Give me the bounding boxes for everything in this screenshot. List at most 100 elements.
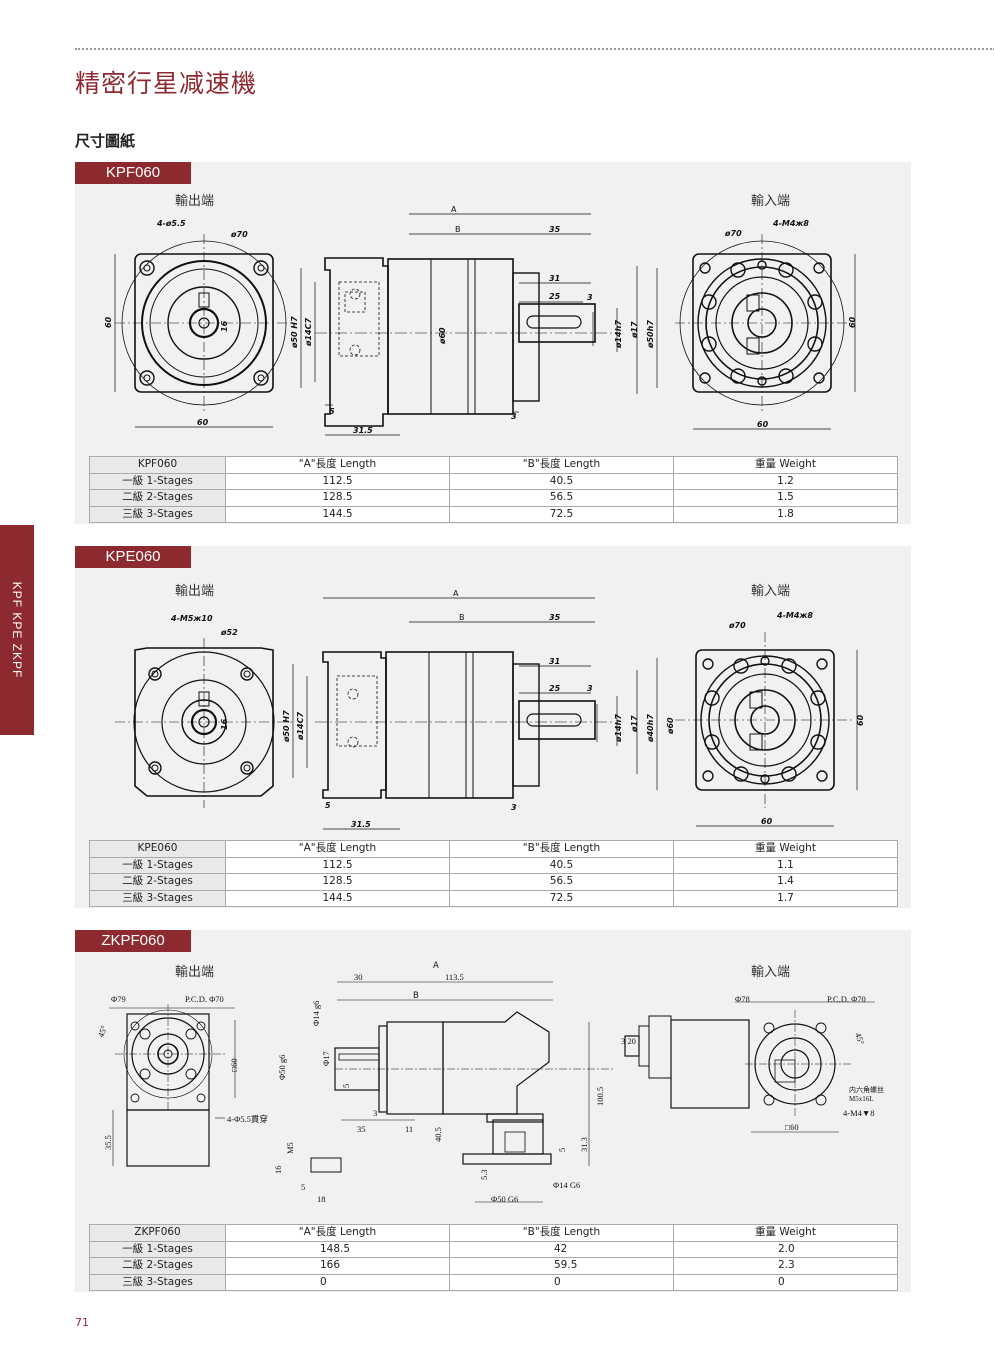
- table-header-cell: 重量 Weight: [673, 840, 898, 858]
- dim-pcd-in: ø70: [728, 621, 746, 630]
- dim-35: 35: [549, 225, 561, 234]
- dim-40h7: ø40h7: [646, 714, 655, 743]
- dim-bolt-in: 4-M4ж8: [772, 219, 809, 228]
- table-cell: 144.5: [225, 505, 450, 523]
- table-cell: 72.5: [449, 889, 674, 907]
- table-cell: 0: [225, 1273, 450, 1291]
- dim-sq60-out: □60: [229, 1058, 239, 1072]
- output-front-view: [114, 234, 293, 428]
- dim-31-3: 31.3: [579, 1137, 589, 1152]
- table-cell: 40.5: [449, 472, 674, 490]
- table-header-cell: 重量 Weight: [673, 456, 898, 474]
- dim-25: 25: [549, 684, 561, 693]
- input-end-label: 輸入端: [751, 965, 791, 980]
- dim-5: 5: [329, 407, 335, 416]
- table-header-cell: "B"長度 Length: [449, 840, 674, 858]
- dim-A: A: [433, 961, 439, 971]
- dim-60-in-bottom: 60: [757, 420, 769, 429]
- table-header-cell: KPF060: [89, 456, 226, 474]
- table-row: 三級 3-Stages 144.5 72.5 1.7: [89, 889, 898, 907]
- dim-pcd70-out: P.C.D. Φ70: [185, 994, 224, 1004]
- dim-11: 11: [405, 1124, 413, 1134]
- dim-60-in-right: 60: [856, 714, 865, 726]
- dim-40-5: 40.5: [433, 1127, 443, 1142]
- output-side-view: [292, 597, 658, 830]
- dim-phi50-g6: Φ50 g6: [277, 1055, 287, 1080]
- table-cell: 1.5: [673, 489, 898, 507]
- table-header-row: ZKPF060 "A"長度 Length "B"長度 Length 重量 Wei…: [89, 1224, 898, 1242]
- dim-14h7: ø14h7: [614, 714, 623, 743]
- dim-3: 3: [587, 684, 593, 693]
- dim-3b: 3: [511, 412, 517, 421]
- table-row: 二級 2-Stages 166 59.5 2.3: [89, 1257, 898, 1275]
- dim-5-3: 5.3: [479, 1169, 489, 1180]
- dim-phi79: Φ79: [111, 994, 126, 1004]
- dim-3: 3: [587, 293, 593, 302]
- output-front-view: [109, 1004, 236, 1167]
- zkpf-side-view: [310, 981, 615, 1203]
- kpf060-spec-table: KPF060 "A"長度 Length "B"長度 Length 重量 Weig…: [89, 456, 898, 523]
- output-end-label: 輸出端: [175, 584, 215, 599]
- table-header-cell: "A"長度 Length: [225, 1224, 450, 1242]
- dim-phi14-g6: Φ14 g6: [311, 1001, 321, 1026]
- input-end-view: [624, 1001, 875, 1133]
- table-header-cell: "A"長度 Length: [225, 456, 450, 474]
- side-view-dims: A B: [451, 205, 461, 234]
- output-front-dims: 4-ø5.5 ø70 60 60 16: [104, 219, 248, 427]
- table-header-cell: "A"長度 Length: [225, 840, 450, 858]
- dim-5b: 5: [557, 1148, 567, 1152]
- side-tab-label: KPF KPE ZKPF: [10, 581, 24, 679]
- dim-5a: 5: [341, 1084, 351, 1088]
- dim-hex-screw: 内六角螺丝: [849, 1085, 884, 1094]
- section-heading: 尺寸圖紙: [75, 132, 136, 150]
- table-row: 三級 3-Stages 0 0 0: [89, 1273, 898, 1291]
- table-cell: 112.5: [225, 856, 450, 874]
- page-title: 精密行星减速機: [75, 69, 258, 98]
- dim-50h7: ø50 H7: [290, 316, 299, 349]
- kpe060-drawing: 4-M5ж10 ø52 16: [115, 589, 865, 830]
- dim-35: 35: [549, 613, 561, 622]
- table-row: 三級 3-Stages 144.5 72.5 1.8: [89, 505, 898, 523]
- dim-pcd-out: ø52: [220, 628, 238, 637]
- table-cell: 144.5: [225, 889, 450, 907]
- dim-3-20: 3 20: [621, 1036, 636, 1046]
- table-cell: 0: [673, 1273, 898, 1291]
- table-cell: 42: [449, 1240, 674, 1258]
- dim-phi14-G6: Φ14 G6: [553, 1180, 580, 1190]
- dim-B: B: [459, 613, 465, 622]
- dim-60-v: ø60: [438, 327, 447, 345]
- table-header-row: KPF060 "A"長度 Length "B"長度 Length 重量 Weig…: [89, 456, 898, 474]
- table-cell: 1.7: [673, 889, 898, 907]
- dim-35: 35: [357, 1124, 366, 1134]
- dim-35-5: 35.5: [103, 1135, 113, 1150]
- table-cell: 56.5: [449, 489, 674, 507]
- dim-60-v: ø60: [666, 717, 675, 735]
- dim-pcd-in: ø70: [724, 229, 742, 238]
- dim-B: B: [455, 225, 461, 234]
- table-cell: 三級 3-Stages: [89, 889, 226, 907]
- table-cell: 1.4: [673, 873, 898, 891]
- dim-bolt-out: 4-M5ж10: [170, 614, 213, 623]
- dim-18: 18: [317, 1194, 326, 1204]
- table-cell: 一級 1-Stages: [89, 472, 226, 490]
- table-cell: 二級 2-Stages: [89, 489, 226, 507]
- dim-25: 25: [549, 292, 561, 301]
- dim-B: B: [413, 991, 419, 1001]
- dim-3: 3: [373, 1108, 377, 1118]
- dim-16: 16: [273, 1166, 283, 1175]
- table-cell: 59.5: [449, 1257, 674, 1275]
- dim-100-5: 100.5: [595, 1087, 605, 1106]
- table-cell: 72.5: [449, 505, 674, 523]
- dim-bolt-out: 4-ø5.5: [156, 219, 186, 228]
- dim-45-out: 45°: [95, 1024, 108, 1039]
- dim-5: 5: [325, 801, 331, 810]
- dim-M5: M5: [285, 1142, 295, 1154]
- dim-phi50-G6: Φ50 G6: [491, 1194, 518, 1204]
- table-cell: 三級 3-Stages: [89, 1273, 226, 1291]
- table-cell: 166: [225, 1257, 450, 1275]
- dim-14h7: ø14h7: [614, 320, 623, 349]
- table-cell: 148.5: [225, 1240, 450, 1258]
- input-front-view: [675, 234, 856, 430]
- top-dotted-rule: [75, 48, 994, 50]
- table-header-cell: "B"長度 Length: [449, 1224, 674, 1242]
